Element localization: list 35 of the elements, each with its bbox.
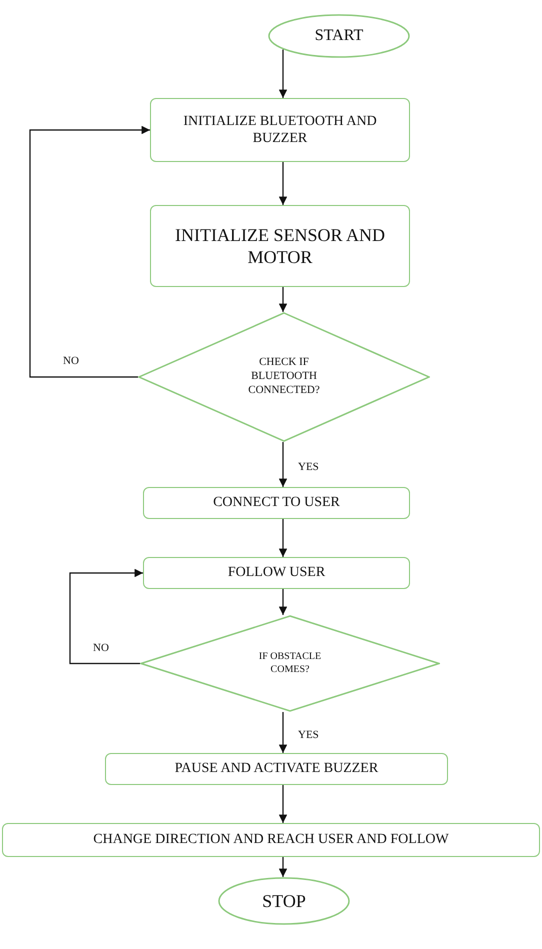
process-box — [2, 823, 540, 857]
node-text: CONNECT TO USER — [212, 494, 341, 512]
arrow — [278, 442, 288, 487]
process-box — [105, 753, 448, 785]
node-text: FOLLOW USER — [226, 564, 326, 582]
node-text: IF OBSTACLE COMES? — [258, 651, 322, 676]
arrow — [69, 568, 143, 664]
decision-diamond — [138, 312, 430, 442]
decision-diamond — [140, 615, 440, 712]
arrow — [278, 589, 288, 615]
arrow — [278, 857, 288, 877]
edge-label: YES — [297, 728, 320, 740]
node-text: START — [314, 26, 364, 46]
process-box — [143, 557, 410, 589]
arrow — [29, 126, 150, 378]
arrow — [278, 50, 288, 98]
node-text: PAUSE AND ACTIVATE BUZZER — [174, 760, 380, 778]
node-text: INITIALIZE BLUETOOTH AND BUZZER — [182, 112, 378, 148]
terminal-ellipse — [268, 14, 410, 58]
arrow — [278, 162, 288, 205]
arrow — [278, 519, 288, 557]
node-text: CHANGE DIRECTION AND REACH USER AND FOLLOW — [92, 831, 450, 849]
edge-label: YES — [297, 460, 320, 472]
process-box — [150, 98, 410, 162]
arrow — [278, 712, 288, 753]
node-text: INITIALIZE SENSOR AND MOTOR — [174, 224, 386, 268]
process-box — [150, 205, 410, 287]
terminal-ellipse — [218, 877, 350, 925]
edge-label: NO — [62, 355, 80, 367]
node-text: CHECK IF BLUETOOTH CONNECTED? — [247, 356, 321, 398]
node-text: STOP — [261, 890, 307, 912]
arrow — [278, 287, 288, 312]
edge-label: NO — [92, 642, 110, 654]
arrow — [278, 785, 288, 823]
process-box — [143, 487, 410, 519]
